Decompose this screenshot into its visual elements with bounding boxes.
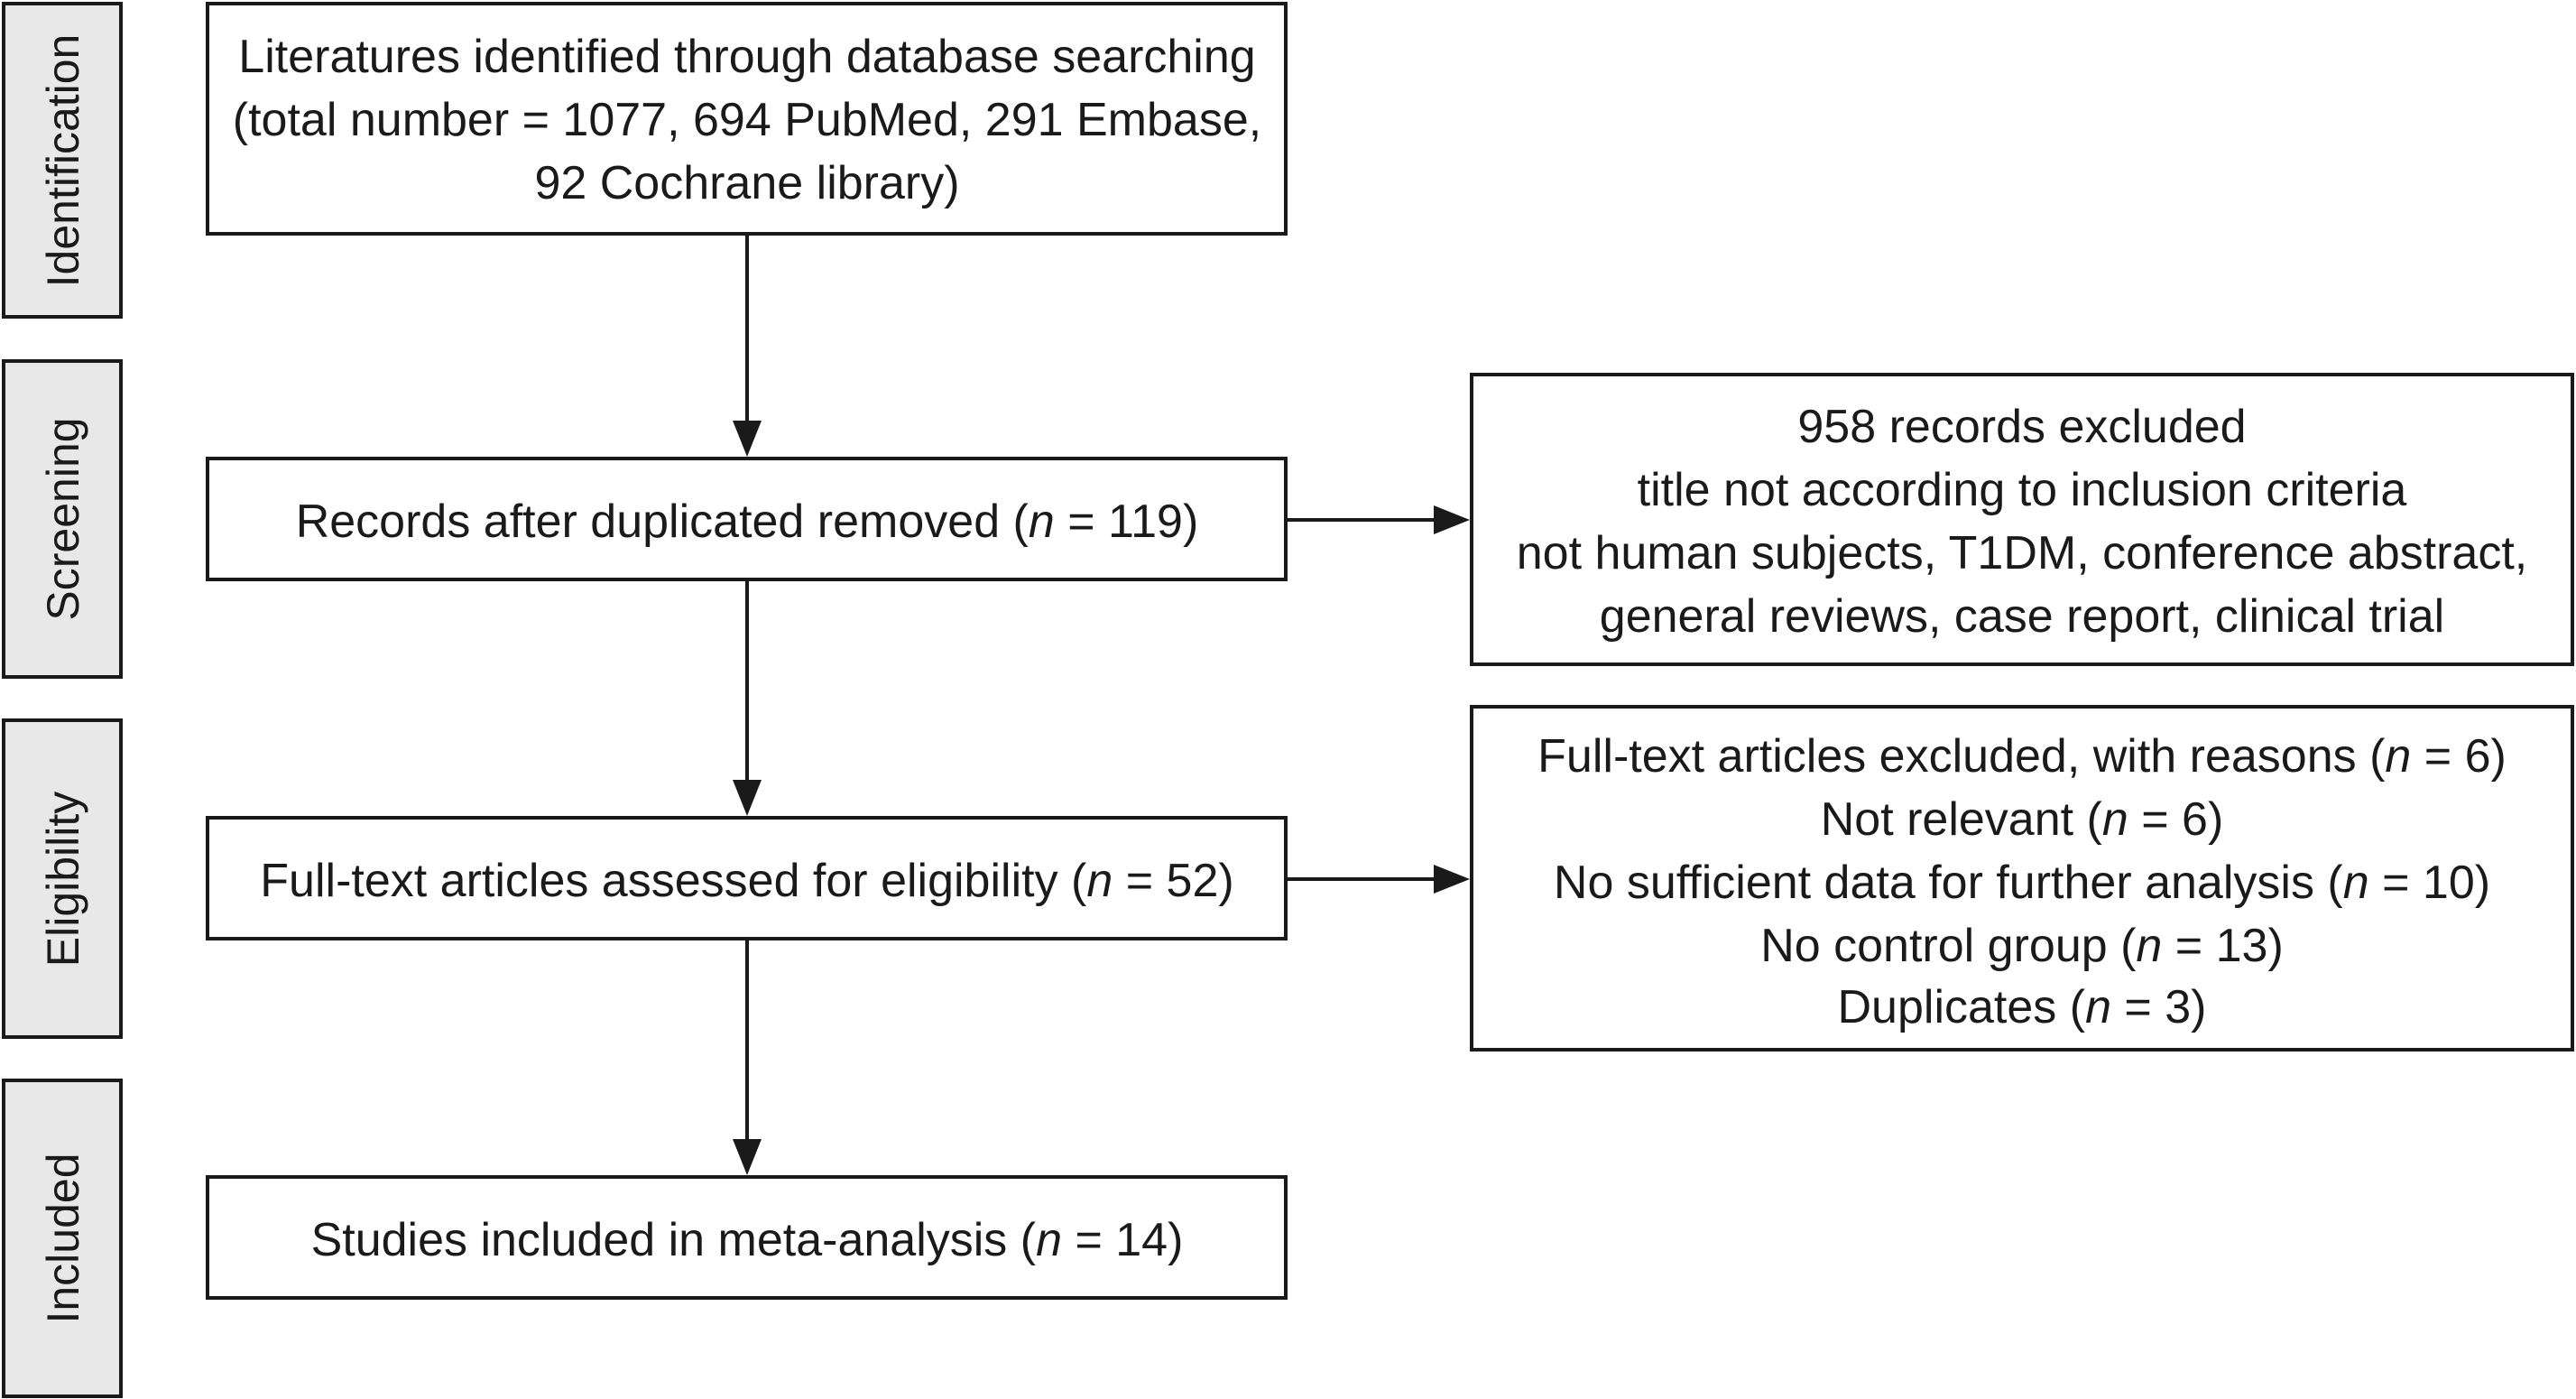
stage-included: Included (2, 1079, 123, 1398)
stage-included-label: Included (38, 1153, 88, 1323)
box-excluded-records: 958 records excluded title not according… (1470, 373, 2574, 666)
box-excluded-fulltext: Full-text articles excluded, with reason… (1470, 705, 2574, 1052)
excluded-fulltext-line-4: No control group (n = 13) (1760, 920, 2284, 972)
stage-screening: Screening (2, 359, 123, 679)
included-text: Studies included in meta-analysis (n = 1… (311, 1214, 1184, 1266)
stage-eligibility: Eligibility (2, 718, 123, 1039)
excluded-fulltext-line-1: Full-text articles excluded, with reason… (1537, 730, 2507, 783)
excluded-fulltext-line-5: Duplicates (n = 3) (1838, 981, 2207, 1033)
identified-line-2: (total number = 1077, 694 PubMed, 291 Em… (233, 94, 1261, 146)
box-included: Studies included in meta-analysis (n = 1… (206, 1175, 1288, 1300)
arrow-eligibility-to-included (733, 939, 762, 1175)
identified-line-1: Literatures identified through database … (238, 31, 1255, 83)
excluded-fulltext-line-2: Not relevant (n = 6) (1821, 793, 2224, 846)
box-after-duplicates: Records after duplicated removed (n = 11… (206, 457, 1288, 581)
stage-screening-label: Screening (38, 417, 88, 620)
stage-identification-label: Identification (38, 34, 88, 288)
box-assessed: Full-text articles assessed for eligibil… (206, 816, 1288, 940)
arrow-to-excluded-records (1286, 505, 1470, 534)
stage-identification: Identification (2, 2, 123, 319)
arrow-screening-to-eligibility (733, 579, 762, 816)
after-duplicates-text: Records after duplicated removed (n = 11… (296, 496, 1199, 548)
assessed-text: Full-text articles assessed for eligibil… (260, 855, 1233, 907)
arrow-to-excluded-fulltext (1286, 865, 1470, 894)
stage-eligibility-label: Eligibility (38, 792, 88, 968)
excluded-fulltext-line-3: No sufficient data for further analysis … (1554, 857, 2490, 909)
excluded-records-line-3: not human subjects, T1DM, conference abs… (1517, 527, 2528, 579)
identified-line-3: 92 Cochrane library) (534, 157, 959, 209)
box-identified: Literatures identified through database … (206, 2, 1288, 236)
arrow-identified-to-screening (733, 234, 762, 457)
excluded-records-line-1: 958 records excluded (1797, 401, 2246, 453)
excluded-records-line-2: title not according to inclusion criteri… (1638, 464, 2407, 516)
excluded-records-line-4: general reviews, case report, clinical t… (1600, 590, 2444, 643)
